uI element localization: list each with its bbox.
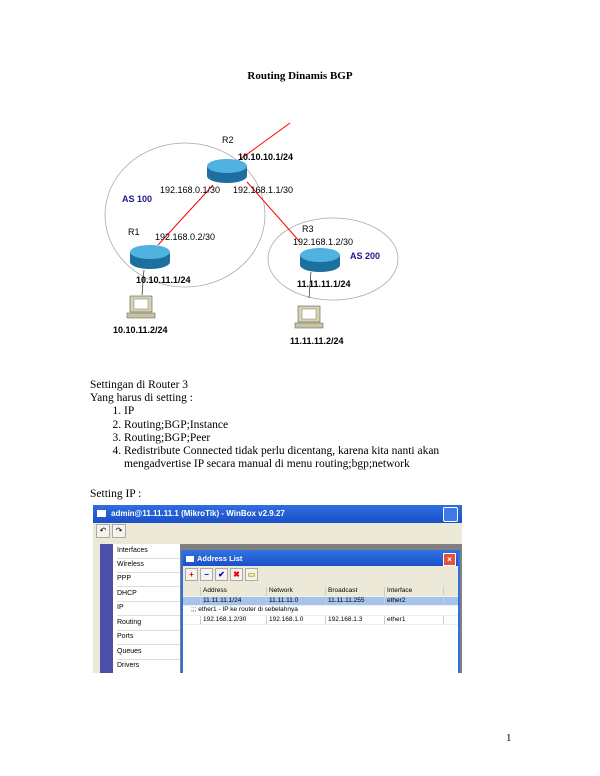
column-header[interactable]: Network — [267, 587, 326, 596]
menu-item[interactable]: Interfaces — [117, 544, 180, 559]
table-comment-row[interactable]: ;;; ether1 - IP ke router di sebelahnya — [183, 606, 458, 616]
close-icon[interactable]: × — [443, 553, 456, 566]
ip-label: 192.168.0.2/30 — [155, 232, 215, 242]
redo-icon[interactable]: ↷ — [112, 524, 126, 538]
column-header[interactable]: Address — [201, 587, 267, 596]
ip-label: 192.168.1.2/30 — [293, 237, 353, 247]
menu-item[interactable]: Drivers — [117, 659, 180, 673]
step-item: Routing;BGP;Instance — [124, 419, 490, 432]
column-header[interactable]: Interface — [385, 587, 444, 596]
link-internet — [234, 122, 291, 164]
computer-icon — [294, 305, 324, 329]
router-label: R3 — [302, 224, 314, 234]
menu-item[interactable]: Ports — [117, 630, 180, 645]
ip-label: 11.11.11.1/24 — [297, 279, 351, 289]
column-header[interactable]: Broadcast — [326, 587, 385, 596]
network-diagram: R2 R1 R3 AS 100 AS 200 10.10.10.1/24 192… — [104, 122, 399, 346]
as100-area — [104, 142, 266, 288]
ip-label: 192.168.1.1/30 — [233, 185, 293, 195]
as-label: AS 100 — [122, 194, 152, 204]
router-icon — [130, 245, 170, 269]
add-icon[interactable]: + — [185, 568, 198, 581]
comment-icon[interactable]: ▭ — [245, 568, 258, 581]
menu-item[interactable]: IP — [117, 601, 180, 616]
ip-label: 10.10.10.1/24 — [238, 152, 293, 162]
link-r2-r3 — [246, 181, 301, 243]
router-icon — [207, 159, 247, 183]
winbox-title: admin@11.11.11.1 (MikroTik) - WinBox v2.… — [111, 509, 285, 518]
disable-icon[interactable]: ✖ — [230, 568, 243, 581]
as-label: AS 200 — [350, 251, 380, 261]
winbox-titlebar: admin@11.11.11.1 (MikroTik) - WinBox v2.… — [93, 505, 462, 523]
ip-label: 10.10.11.1/24 — [136, 275, 191, 285]
winbox-screenshot: admin@11.11.11.1 (MikroTik) - WinBox v2.… — [93, 505, 462, 673]
ip-label: 192.168.0.1/30 — [160, 185, 220, 195]
computer-icon — [126, 295, 156, 319]
menu-item[interactable]: Wireless — [117, 558, 180, 573]
menu-item[interactable]: PPP — [117, 572, 180, 587]
intro-line: Settingan di Router 3 — [90, 379, 189, 391]
setting-ip-heading: Setting IP : — [90, 488, 142, 500]
menu-item[interactable]: Queues — [117, 645, 180, 660]
minimize-button[interactable] — [443, 507, 458, 522]
instructions: Settingan di Router 3 Yang harus di sett… — [90, 379, 490, 471]
page-number: 1 — [506, 732, 512, 744]
router-icon — [300, 248, 340, 272]
ip-label: 10.10.11.2/24 — [113, 325, 168, 335]
page-title: Routing Dinamis BGP — [247, 70, 353, 82]
winbox-menu: Interfaces Wireless PPP DHCP IP Routing … — [100, 544, 180, 673]
remove-icon[interactable]: − — [200, 568, 213, 581]
enable-icon[interactable]: ✔ — [215, 568, 228, 581]
link-r2-r1 — [157, 184, 214, 246]
router-label: R1 — [128, 227, 140, 237]
step-item: IP — [124, 405, 490, 418]
step-item: Routing;BGP;Peer — [124, 432, 490, 445]
as200-area — [267, 217, 399, 301]
window-title: Address List — [197, 554, 243, 563]
router-label: R2 — [222, 135, 234, 145]
steps-list: IP Routing;BGP;Instance Routing;BGP;Peer… — [90, 405, 490, 471]
ip-label: 11.11.11.2/24 — [290, 336, 344, 346]
step-item: Redistribute Connected tidak perlu dicen… — [124, 445, 490, 471]
menu-item[interactable]: Routing — [117, 616, 180, 631]
intro-line: Yang harus di setting : — [90, 392, 193, 405]
menu-item[interactable]: DHCP — [117, 587, 180, 602]
undo-icon[interactable]: ↶ — [96, 524, 110, 538]
